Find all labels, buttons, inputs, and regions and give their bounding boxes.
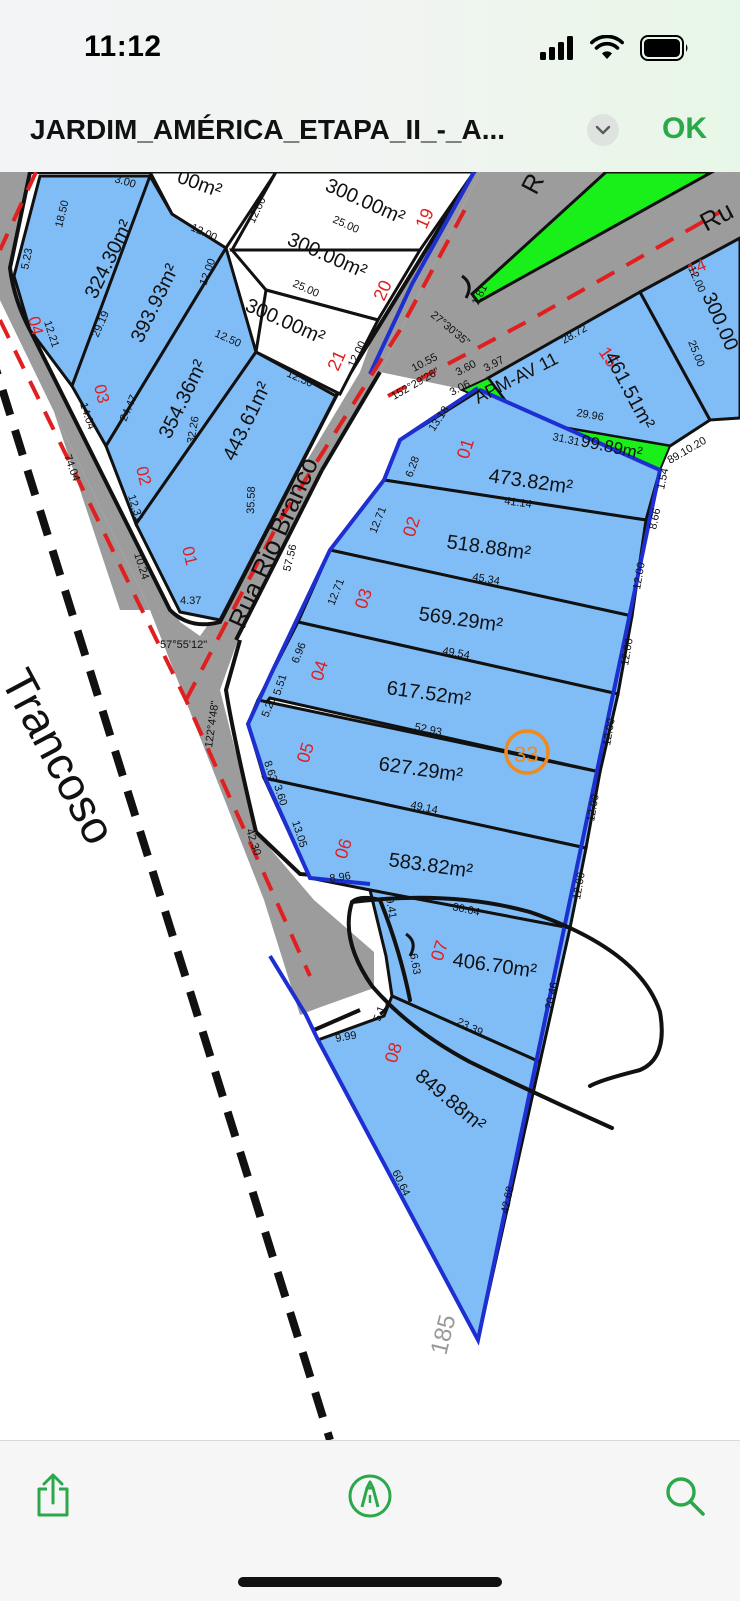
plan-number: 185 (426, 1312, 462, 1357)
home-indicator (238, 1577, 502, 1587)
markup-pen-icon (348, 1474, 392, 1518)
road-centerlines (0, 172, 721, 977)
lot-number: 03 (90, 382, 113, 405)
left-block-lots (12, 172, 339, 622)
dimension-label: 4.37 (180, 595, 201, 607)
dimension-label: 41.14 (504, 495, 533, 511)
document-title[interactable]: JARDIM_AMÉRICA_ETAPA_II_-_A... (30, 114, 506, 145)
dimension-label: 32.26 (185, 415, 202, 444)
dimension-label: 3.00 (113, 173, 137, 190)
dimension-label: 20.46 (543, 981, 560, 1010)
lot-number: 02 (132, 464, 155, 487)
green-area-top (469, 172, 716, 304)
dimension-label: 12.00 (571, 871, 588, 900)
share-button[interactable] (28, 1471, 78, 1521)
block-number-marker (504, 729, 550, 775)
done-button[interactable]: OK (662, 112, 707, 145)
title-menu-button[interactable] (587, 114, 619, 146)
dimension-label: 12.00 (631, 561, 648, 590)
blue-property-line-top (368, 172, 476, 375)
dimension-label: 8.66 (647, 507, 663, 530)
dimension-label: 12.00 (601, 717, 618, 746)
main-block-lots (246, 388, 662, 1345)
navigation-bar: JARDIM_AMÉRICA_ETAPA_II_-_A... OK (0, 96, 740, 173)
hand-drawn-markup (346, 895, 664, 1130)
chevron-down-icon (595, 125, 611, 135)
dimension-label: 6.63 (407, 952, 423, 975)
markup-button[interactable] (345, 1471, 395, 1521)
dimension-label: 42.68 (499, 1185, 516, 1214)
status-bar: 11:12 (0, 0, 740, 96)
dimension-label: 8.96 (329, 870, 352, 885)
main-block-boundary (245, 386, 663, 1346)
dimension-label: 12.00 (585, 793, 602, 822)
arc-marks (379, 274, 471, 1016)
white-lots (148, 172, 476, 397)
dimension-label: 35.58 (245, 486, 258, 514)
document-viewer[interactable]: Rua Rio Branco Trancoso Ru R 01 473.82m²… (0, 172, 740, 1440)
status-time: 11:12 (84, 30, 162, 63)
dimension-label: 12.00 (619, 637, 636, 666)
bottom-toolbar (0, 1440, 740, 1601)
boundary-line-left (0, 368, 334, 1440)
dimension-label: 29.96 (575, 407, 604, 424)
street-label-trancoso: Trancoso (0, 660, 126, 852)
dimension-label: 5.1 (372, 1005, 389, 1023)
share-icon (37, 1473, 69, 1517)
dimension-label: 1.54 (655, 467, 671, 490)
dimension-label: 45.34 (471, 571, 500, 588)
top-right-lots (485, 236, 740, 448)
lot-number: 01 (178, 544, 201, 567)
search-icon (666, 1477, 705, 1516)
status-icons (540, 34, 690, 62)
cellular-signal-icon (540, 36, 573, 60)
battery-icon (640, 35, 688, 61)
bearing-label: 57°55'12" (160, 639, 207, 651)
lot-number: 04 (24, 314, 47, 337)
dimension-label: 9.99 (334, 1029, 357, 1045)
search-button[interactable] (660, 1471, 710, 1521)
dimension-label: 49.54 (441, 645, 470, 662)
dimension-label: 49.14 (409, 799, 438, 816)
dimension-label: 52.93 (413, 721, 442, 738)
wifi-icon (590, 35, 624, 59)
dimension-label: 5.23 (19, 247, 35, 270)
dimension-label: 31.31 (551, 431, 580, 448)
block-number: 33 (514, 742, 538, 767)
dimension-label: 9.41 (383, 896, 399, 919)
dimension-label: 30.04 (451, 901, 480, 918)
lot-plan-map[interactable]: Rua Rio Branco Trancoso Ru R 01 473.82m²… (0, 172, 740, 1440)
